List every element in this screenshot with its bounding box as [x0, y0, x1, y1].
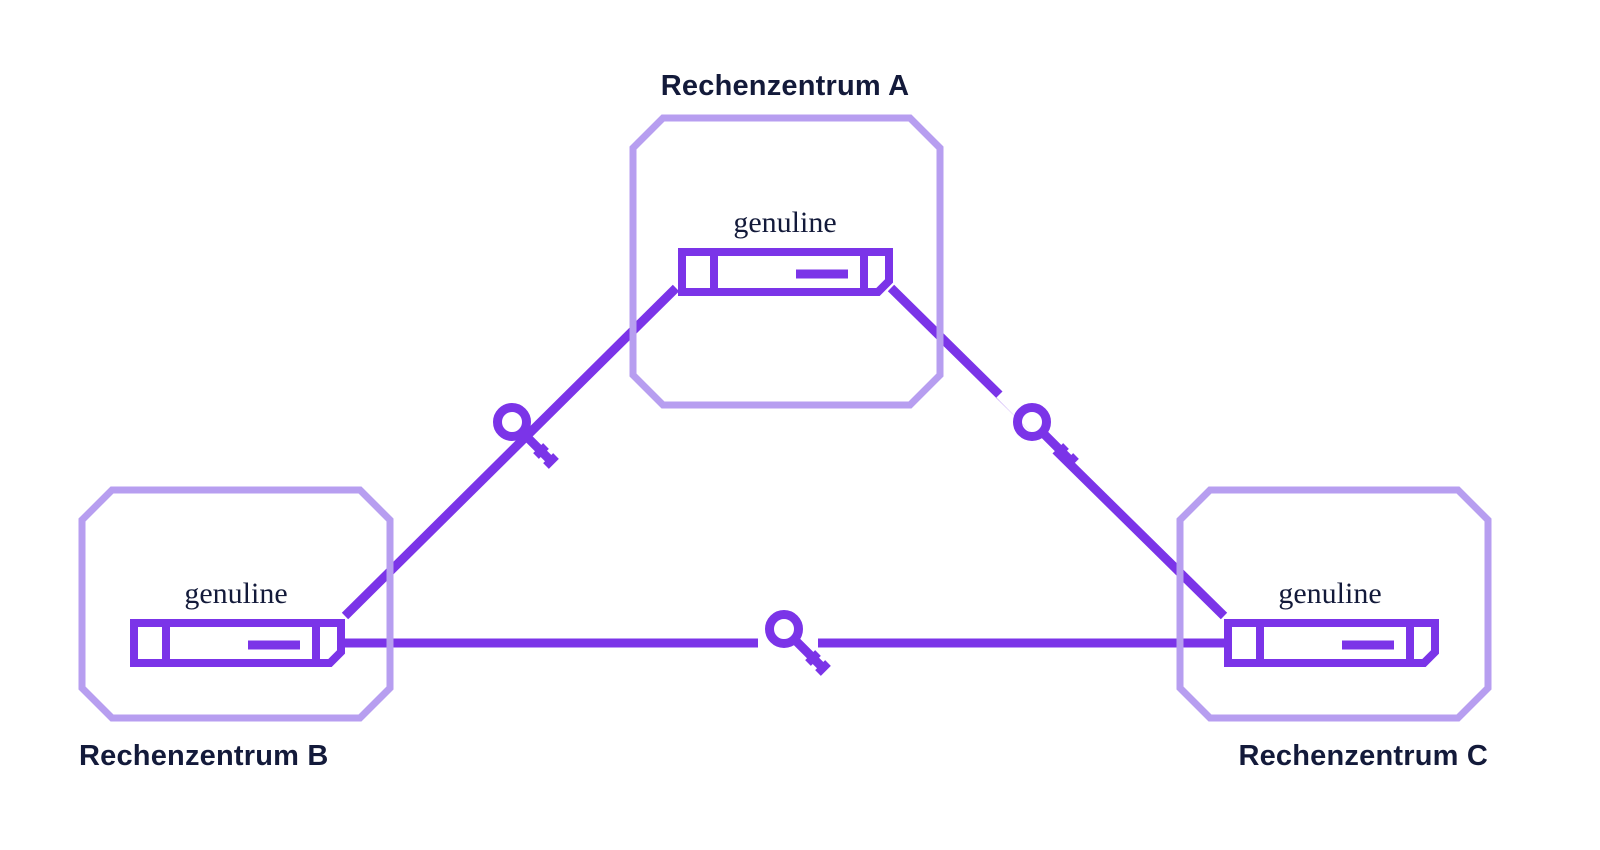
- server-appliance-icon: [1228, 623, 1435, 663]
- node-rechenzentrum-a[interactable]: Rechenzentrum A genuline: [629, 70, 944, 409]
- node-rechenzentrum-c[interactable]: genuline Rechenzentrum C: [1176, 486, 1492, 772]
- key-icon[interactable]: [480, 386, 556, 466]
- node-c-title: Rechenzentrum C: [1238, 740, 1488, 772]
- server-appliance-icon: [134, 623, 341, 663]
- server-appliance-icon: [682, 252, 889, 292]
- node-a-device-label: genuline: [733, 206, 836, 239]
- node-c-device-label: genuline: [1278, 577, 1381, 610]
- node-b-title: Rechenzentrum B: [79, 740, 329, 772]
- node-b-container: [78, 486, 394, 722]
- connection-lines: [340, 284, 1228, 648]
- node-b-device-label: genuline: [184, 577, 287, 610]
- link-keys: [480, 386, 1076, 674]
- node-c-container: [1176, 486, 1492, 722]
- key-icon[interactable]: [758, 615, 828, 674]
- key-icon[interactable]: [996, 386, 1076, 466]
- node-rechenzentrum-b[interactable]: genuline Rechenzentrum B: [78, 486, 394, 772]
- node-a-container: [629, 114, 944, 409]
- link-line-a-b: [341, 284, 680, 620]
- node-a-title: Rechenzentrum A: [661, 70, 909, 102]
